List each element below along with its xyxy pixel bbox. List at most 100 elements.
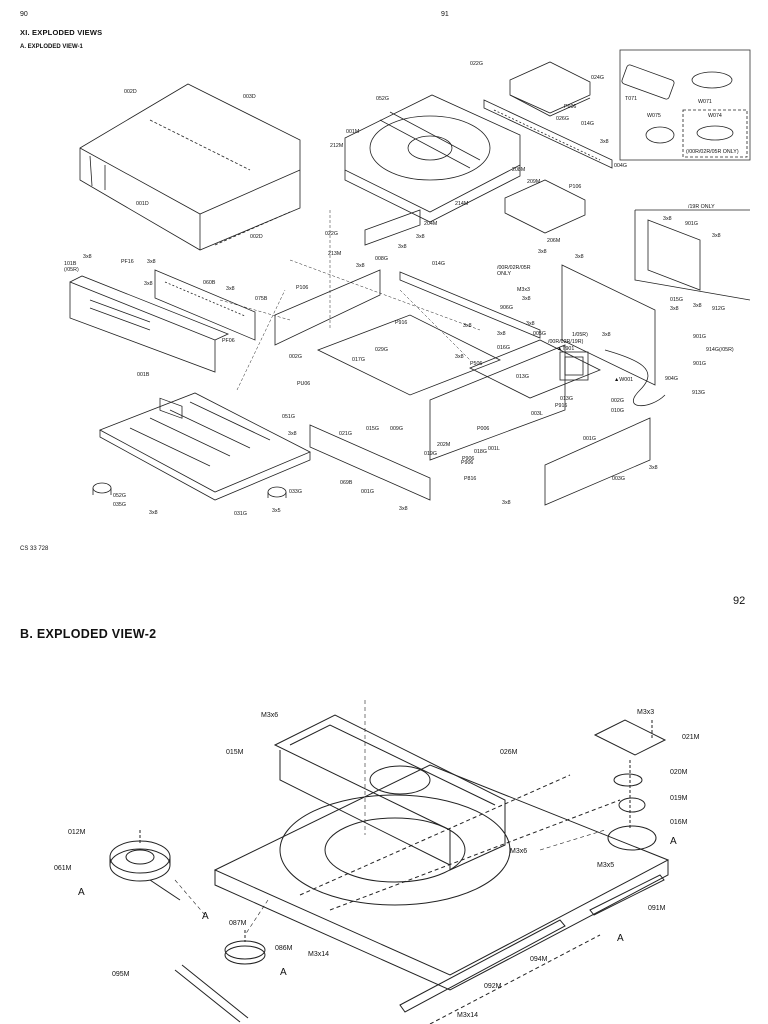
callout-v2: M3x5 — [597, 862, 615, 869]
assembly-lines-view2 — [174, 700, 606, 936]
callout: W075 — [647, 113, 661, 119]
callout: 021G — [339, 431, 352, 437]
callout-v2: A — [78, 887, 85, 898]
section-title: XI. EXPLODED VIEWS — [20, 28, 103, 37]
callout-v2: 092M — [484, 983, 502, 990]
callout: 002D — [124, 89, 137, 95]
rail-091m-part — [589, 874, 665, 916]
callout: 001G — [583, 436, 596, 442]
callout: 3x8 — [602, 332, 611, 338]
callout-v2: 016M — [670, 819, 688, 826]
callout: 013G — [516, 374, 529, 380]
rail-094m-part — [399, 919, 566, 1013]
callout: P906 — [461, 460, 474, 466]
callout: P816 — [464, 476, 477, 482]
mechanism-base-plate — [213, 764, 670, 991]
callout: 3x8 — [144, 281, 153, 287]
callout: 914G(/05R) — [706, 347, 734, 353]
callout-v2: 015M — [226, 749, 244, 756]
callout: M3x3 — [517, 287, 530, 293]
19r-only-box — [634, 209, 751, 301]
callout: 015G — [670, 297, 683, 303]
callout: P606 — [564, 104, 577, 110]
callout-v2: A — [202, 911, 209, 922]
callout: T071 — [625, 96, 638, 102]
front-pcb-part — [154, 269, 256, 341]
top-cover-part — [79, 83, 301, 251]
front-panel-part — [69, 275, 230, 419]
callout: W071 — [698, 99, 712, 105]
callout: 001B — [137, 372, 150, 378]
callout: ▲W001 — [614, 377, 634, 383]
main-pcb-part — [316, 314, 601, 399]
callout: 3x8 — [522, 296, 531, 302]
bracket-002g-part — [274, 269, 381, 346]
callout: 3x8 — [416, 234, 425, 240]
callout: 901G — [693, 334, 706, 340]
callout: 002D — [250, 234, 263, 240]
callout: 003L — [531, 411, 543, 417]
callout: 003D — [243, 94, 256, 100]
callout: PF16 — [121, 259, 134, 265]
main-chassis-part — [309, 264, 656, 506]
callout: 060B — [203, 280, 216, 286]
callout: 906G — [500, 305, 513, 311]
callout: W074 — [708, 113, 722, 119]
callout: 3x8 — [538, 249, 547, 255]
callout: ▲T901 — [557, 346, 575, 352]
callout-v2: A — [617, 933, 624, 944]
callout: 014G — [432, 261, 445, 267]
section-b-title: B. EXPLODED VIEW-2 — [20, 627, 157, 641]
callout: P916 — [555, 403, 568, 409]
callout: P006 — [477, 426, 490, 432]
callout: P906 — [462, 456, 475, 462]
callout: (/00R/02R/05R ONLY) — [686, 149, 739, 155]
callout: 3x8 — [399, 506, 408, 512]
cd-mechanism-part — [344, 94, 521, 223]
callout: 051G — [282, 414, 295, 420]
callout: P506 — [470, 361, 483, 367]
callout: 017G — [352, 357, 365, 363]
callout: 202M — [437, 442, 451, 448]
callout: 008G — [375, 256, 388, 262]
callout-v2: 094M — [530, 956, 548, 963]
callout: 3x8 — [497, 331, 506, 337]
callout: 029G — [375, 347, 388, 353]
callout: 075B — [255, 296, 268, 302]
callout: 018G — [474, 449, 487, 455]
callout-v2: 086M — [275, 945, 293, 952]
callout: 3x8 — [226, 286, 235, 292]
callout: 3x8 — [693, 303, 702, 309]
callout: 3x8 — [670, 306, 679, 312]
accessories-box — [619, 49, 751, 161]
pulley-061m-part — [109, 830, 181, 901]
bracket-021m-part — [593, 719, 667, 851]
callout: 204M — [424, 221, 438, 227]
callout: 022G — [470, 61, 483, 67]
callout: 052G — [113, 493, 126, 499]
callout: 024G — [591, 75, 604, 81]
clamp-bridge-part — [273, 714, 506, 871]
callout: 3x8 — [455, 354, 464, 360]
callout: 209M — [527, 179, 541, 185]
callout: 014G — [581, 121, 594, 127]
callout: 901G — [693, 361, 706, 367]
callout-v2: 087M — [229, 920, 247, 927]
callout: 010G — [611, 408, 624, 414]
callout: P106 — [569, 184, 582, 190]
callout-v2: M3x3 — [637, 709, 655, 716]
callout: 214M — [455, 201, 469, 207]
callout: PF06 — [222, 338, 235, 344]
callout-v2: 012M — [68, 829, 86, 836]
callout-v2: 021M — [682, 734, 700, 741]
callout: /19R ONLY — [688, 204, 715, 210]
foot-right — [267, 486, 287, 498]
callout-v2: 020M — [670, 769, 688, 776]
callout: 913G — [692, 390, 705, 396]
bottom-plate-part — [99, 392, 311, 501]
callout: 101B (/05R) — [64, 261, 79, 273]
callout: 069B — [340, 480, 353, 486]
callout-v2: M3x6 — [261, 712, 279, 719]
callout: 904G — [665, 376, 678, 382]
callout: 001M — [346, 129, 360, 135]
